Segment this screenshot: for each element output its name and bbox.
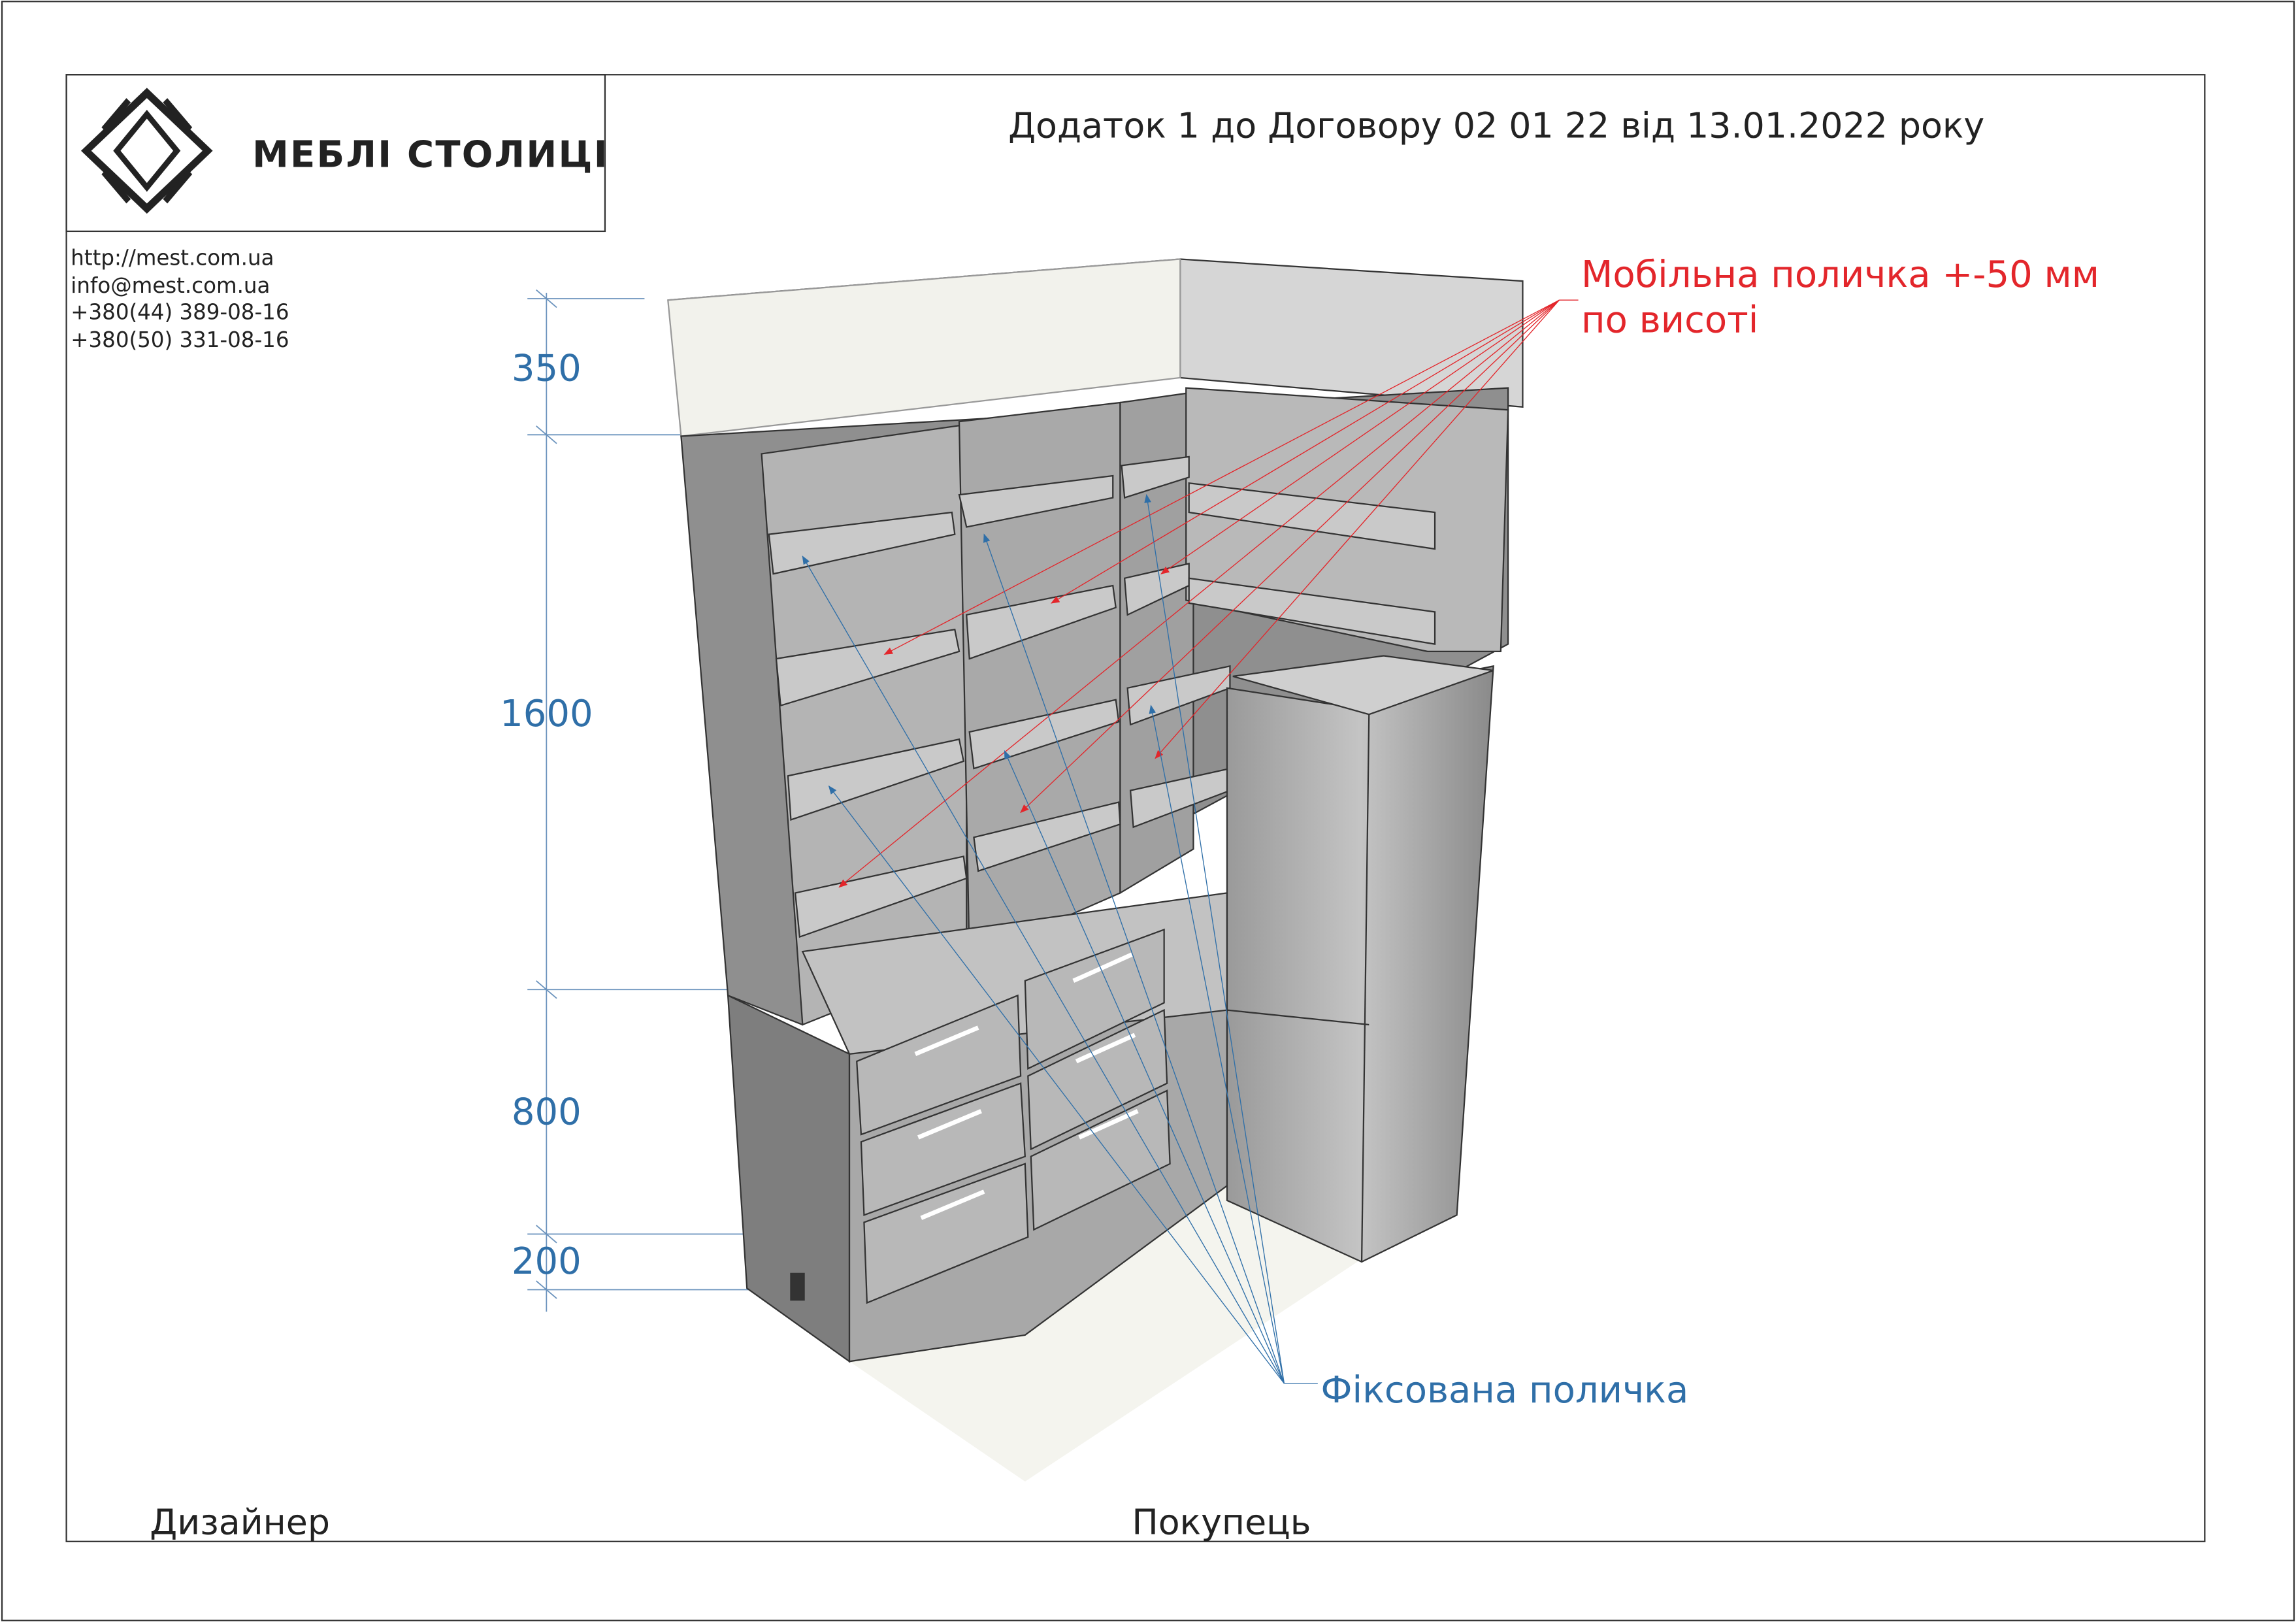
dim-plinth: 200 (512, 1240, 582, 1283)
document-title: Додаток 1 до Договору 02 01 22 від 13.01… (1008, 105, 1984, 146)
phone-1: +380(44) 389-08-16 (71, 299, 289, 324)
mobile-shelf-label-line2: по висоті (1581, 299, 1758, 341)
mobile-shelf-leaders (838, 299, 1579, 888)
brand-name: МЕБЛІ СТОЛИЦІ (252, 133, 609, 176)
contacts-block: http://mest.com.ua info@mest.com.ua +380… (71, 245, 289, 352)
dim-upper-unit: 1600 (500, 693, 593, 735)
phone-2: +380(50) 331-08-16 (71, 327, 289, 352)
dim-lower-unit: 800 (512, 1091, 582, 1133)
email-link[interactable]: info@mest.com.ua (71, 273, 270, 298)
mobile-shelf-label-line1: Мобільна поличка +-50 мм (1581, 254, 2099, 296)
brand-logo-icon (80, 88, 213, 214)
logo-box (65, 74, 606, 233)
drawing-frame (65, 74, 2206, 1542)
furniture-render (667, 258, 1524, 1481)
website-link[interactable]: http://mest.com.ua (71, 245, 274, 270)
fixed-shelf-label: Фіксована поличка (1320, 1369, 1688, 1412)
buyer-signature-label: Покупець (1132, 1502, 1311, 1543)
dimension-chain (527, 289, 755, 1312)
designer-signature-label: Дизайнер (150, 1502, 330, 1543)
fixed-shelf-leaders (802, 493, 1318, 1384)
dim-top-gap: 350 (512, 347, 582, 389)
